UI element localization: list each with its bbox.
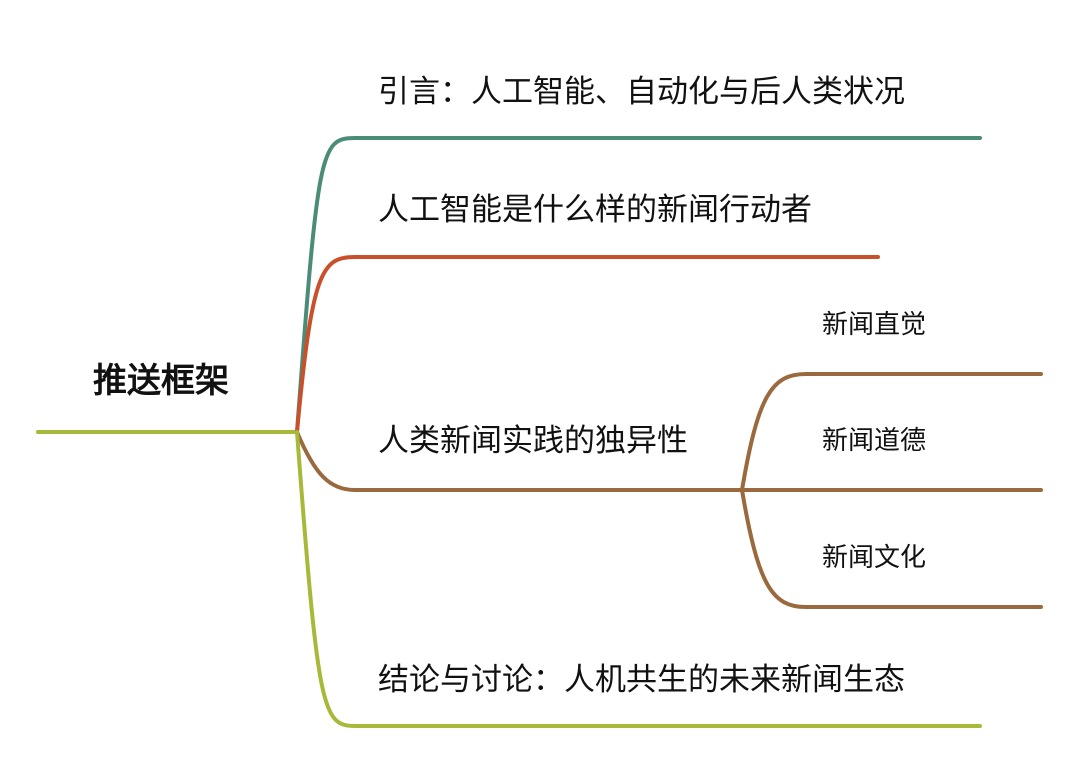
root-node-label: 推送框架	[93, 361, 229, 401]
branch-label-intro: 引言：人工智能、自动化与后人类状况	[378, 74, 905, 110]
branch-connector-ai-actor	[295, 255, 880, 434]
branch-connector-human-practice	[295, 430, 1043, 492]
branch-label-conclusion: 结论与讨论：人机共生的未来新闻生态	[378, 662, 905, 698]
branch-connector-intro	[295, 136, 982, 434]
sub-label-news-ethics: 新闻道德	[822, 426, 927, 456]
sub-connector-culture	[740, 488, 1043, 609]
sub-label-news-culture: 新闻文化	[822, 543, 927, 573]
sub-connector-intuition	[740, 372, 1043, 492]
branch-connector-conclusion	[295, 430, 982, 728]
sub-label-news-intuition: 新闻直觉	[822, 310, 927, 340]
branch-label-human-practice: 人类新闻实践的独异性	[378, 423, 688, 459]
branch-label-ai-actor: 人工智能是什么样的新闻行动者	[378, 192, 812, 228]
